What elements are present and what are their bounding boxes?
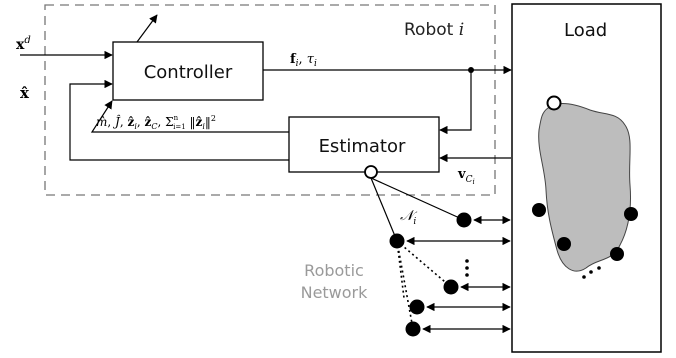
network-label-line1: Robotic <box>304 261 364 280</box>
network-link-dotted <box>396 240 405 299</box>
network-ellipsis-dot <box>465 259 469 263</box>
estimates-to-controller-line <box>90 100 289 133</box>
network-robot-node <box>405 321 421 337</box>
network-label-line2: Network <box>301 283 369 302</box>
input-xhat-label: x̂ <box>20 84 30 102</box>
robot-boundary <box>44 4 496 196</box>
load-shape <box>538 103 631 272</box>
signal-velocity-label: vCi <box>457 167 475 186</box>
controller-adaptive-arrow <box>136 14 158 43</box>
load-ellipsis-dot <box>589 270 593 274</box>
network-robot-node <box>389 233 405 249</box>
controller-box <box>112 41 264 101</box>
feedback-xhat-line <box>69 79 289 161</box>
estimator-port <box>364 165 378 179</box>
force-to-estimator-line <box>439 70 472 135</box>
estimator-box <box>288 116 440 173</box>
neighbors-label: 𝒩i <box>400 208 418 227</box>
network-link <box>370 177 465 221</box>
load-ellipsis-dot <box>597 266 601 270</box>
network-link-dotted <box>396 240 414 330</box>
load-ellipsis-dot <box>582 275 586 279</box>
signal-force-label: fi, τi <box>290 52 317 69</box>
load-label: Load <box>564 20 607 41</box>
estimator-label: Estimator <box>319 136 406 157</box>
network-link-dotted <box>396 240 452 288</box>
load-contact-open <box>546 95 562 111</box>
network-robot-node <box>443 279 459 295</box>
network-link <box>370 177 398 242</box>
load-contact-dot <box>532 203 546 217</box>
network-ellipsis-dot <box>465 273 469 277</box>
controller-label: Controller <box>144 62 233 83</box>
network-ellipsis-dot <box>465 266 469 270</box>
network-robot-node <box>409 299 425 315</box>
load-contact-dot <box>624 207 638 221</box>
robot-label: Robot i <box>404 20 464 40</box>
load-contact-dot <box>557 237 571 251</box>
input-xd-label: xd <box>16 35 31 53</box>
network-robot-node <box>456 212 472 228</box>
load-contact-dot <box>610 247 624 261</box>
